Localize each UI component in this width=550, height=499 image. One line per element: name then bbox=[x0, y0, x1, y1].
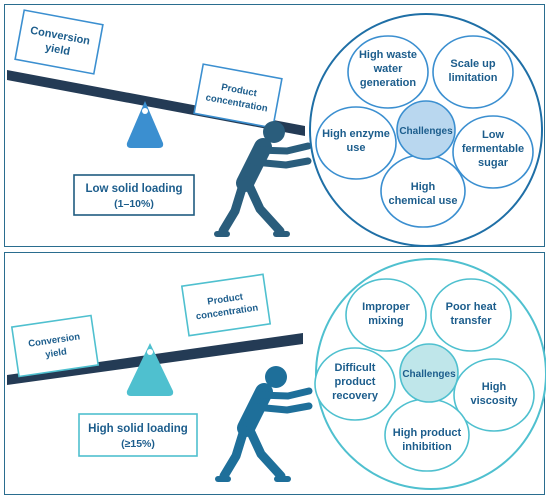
challenge-item: High viscosity bbox=[453, 358, 535, 432]
challenge-line: sugar bbox=[478, 157, 509, 169]
fulcrum-triangle-icon bbox=[126, 101, 164, 148]
right-box-line1: Product bbox=[207, 291, 245, 307]
pushing-person-icon bbox=[214, 121, 312, 237]
loading-line2: (≥15%) bbox=[121, 438, 155, 450]
challenge-line: High enzyme bbox=[322, 128, 390, 140]
challenge-item: Low fermentable sugar bbox=[452, 115, 534, 189]
challenge-line: use bbox=[347, 142, 366, 154]
loading-label-box: High solid loading (≥15%) bbox=[78, 413, 198, 457]
challenge-line: Poor heat bbox=[446, 301, 497, 313]
challenge-line: Improper bbox=[362, 301, 410, 313]
product-concentration-box: Product concentration bbox=[193, 63, 283, 129]
conversion-yield-box: Conversion yield bbox=[10, 314, 100, 378]
challenge-line: generation bbox=[360, 77, 417, 89]
challenge-line: fermentable bbox=[462, 143, 524, 155]
loading-line2: (1–10%) bbox=[114, 198, 154, 210]
challenges-center-label: Challenges bbox=[399, 126, 453, 137]
challenge-line: water bbox=[373, 63, 403, 75]
product-concentration-box: Product concentration bbox=[180, 273, 272, 337]
left-box-line2: yield bbox=[45, 346, 68, 360]
challenges-center-label: Challenges bbox=[402, 369, 456, 380]
challenges-cluster: Improper mixing Poor heat transfer High … bbox=[314, 258, 546, 490]
left-box-line2: yield bbox=[44, 42, 71, 58]
challenge-line: mixing bbox=[368, 315, 403, 327]
challenges-center: Challenges bbox=[396, 100, 456, 160]
pushing-person-icon bbox=[215, 366, 313, 482]
challenge-item: Poor heat transfer bbox=[430, 278, 512, 352]
challenge-line: transfer bbox=[451, 315, 493, 327]
challenge-item: High enzyme use bbox=[315, 106, 397, 180]
challenge-line: recovery bbox=[332, 390, 379, 402]
challenge-line: High waste bbox=[359, 49, 417, 61]
high-loading-illustration: Conversion yield Product concentration H… bbox=[7, 258, 546, 490]
challenge-line: viscosity bbox=[470, 395, 518, 407]
low-solid-loading-panel: Conversion yield Product concentration L… bbox=[4, 4, 545, 247]
challenge-item: High chemical use bbox=[380, 154, 466, 228]
challenge-line: High product bbox=[393, 427, 462, 439]
challenge-line: Low bbox=[482, 129, 504, 141]
challenge-item: Improper mixing bbox=[345, 278, 427, 352]
challenge-item: Difficult product recovery bbox=[314, 347, 396, 421]
challenge-line: Difficult bbox=[335, 362, 376, 374]
challenge-line: High bbox=[411, 181, 436, 193]
fulcrum-triangle-icon bbox=[126, 343, 174, 396]
loading-line1: High solid loading bbox=[88, 423, 188, 435]
challenge-line: inhibition bbox=[402, 441, 452, 453]
challenge-line: Scale up bbox=[450, 58, 496, 70]
challenge-line: chemical use bbox=[388, 195, 457, 207]
low-loading-illustration: Conversion yield Product concentration L… bbox=[7, 9, 543, 247]
challenges-center: Challenges bbox=[399, 343, 459, 403]
conversion-yield-box: Conversion yield bbox=[14, 9, 104, 75]
challenge-line: limitation bbox=[449, 72, 498, 84]
challenge-item: Scale up limitation bbox=[432, 35, 514, 109]
challenges-cluster: High waste water generation Scale up lim… bbox=[309, 13, 543, 247]
challenge-item: High product inhibition bbox=[384, 398, 470, 472]
loading-label-box: Low solid loading (1–10%) bbox=[73, 174, 195, 216]
challenge-line: product bbox=[335, 376, 376, 388]
loading-line1: Low solid loading bbox=[85, 183, 182, 195]
challenge-item: High waste water generation bbox=[347, 35, 429, 109]
challenge-line: High bbox=[482, 381, 507, 393]
high-solid-loading-panel: Conversion yield Product concentration H… bbox=[4, 252, 546, 495]
